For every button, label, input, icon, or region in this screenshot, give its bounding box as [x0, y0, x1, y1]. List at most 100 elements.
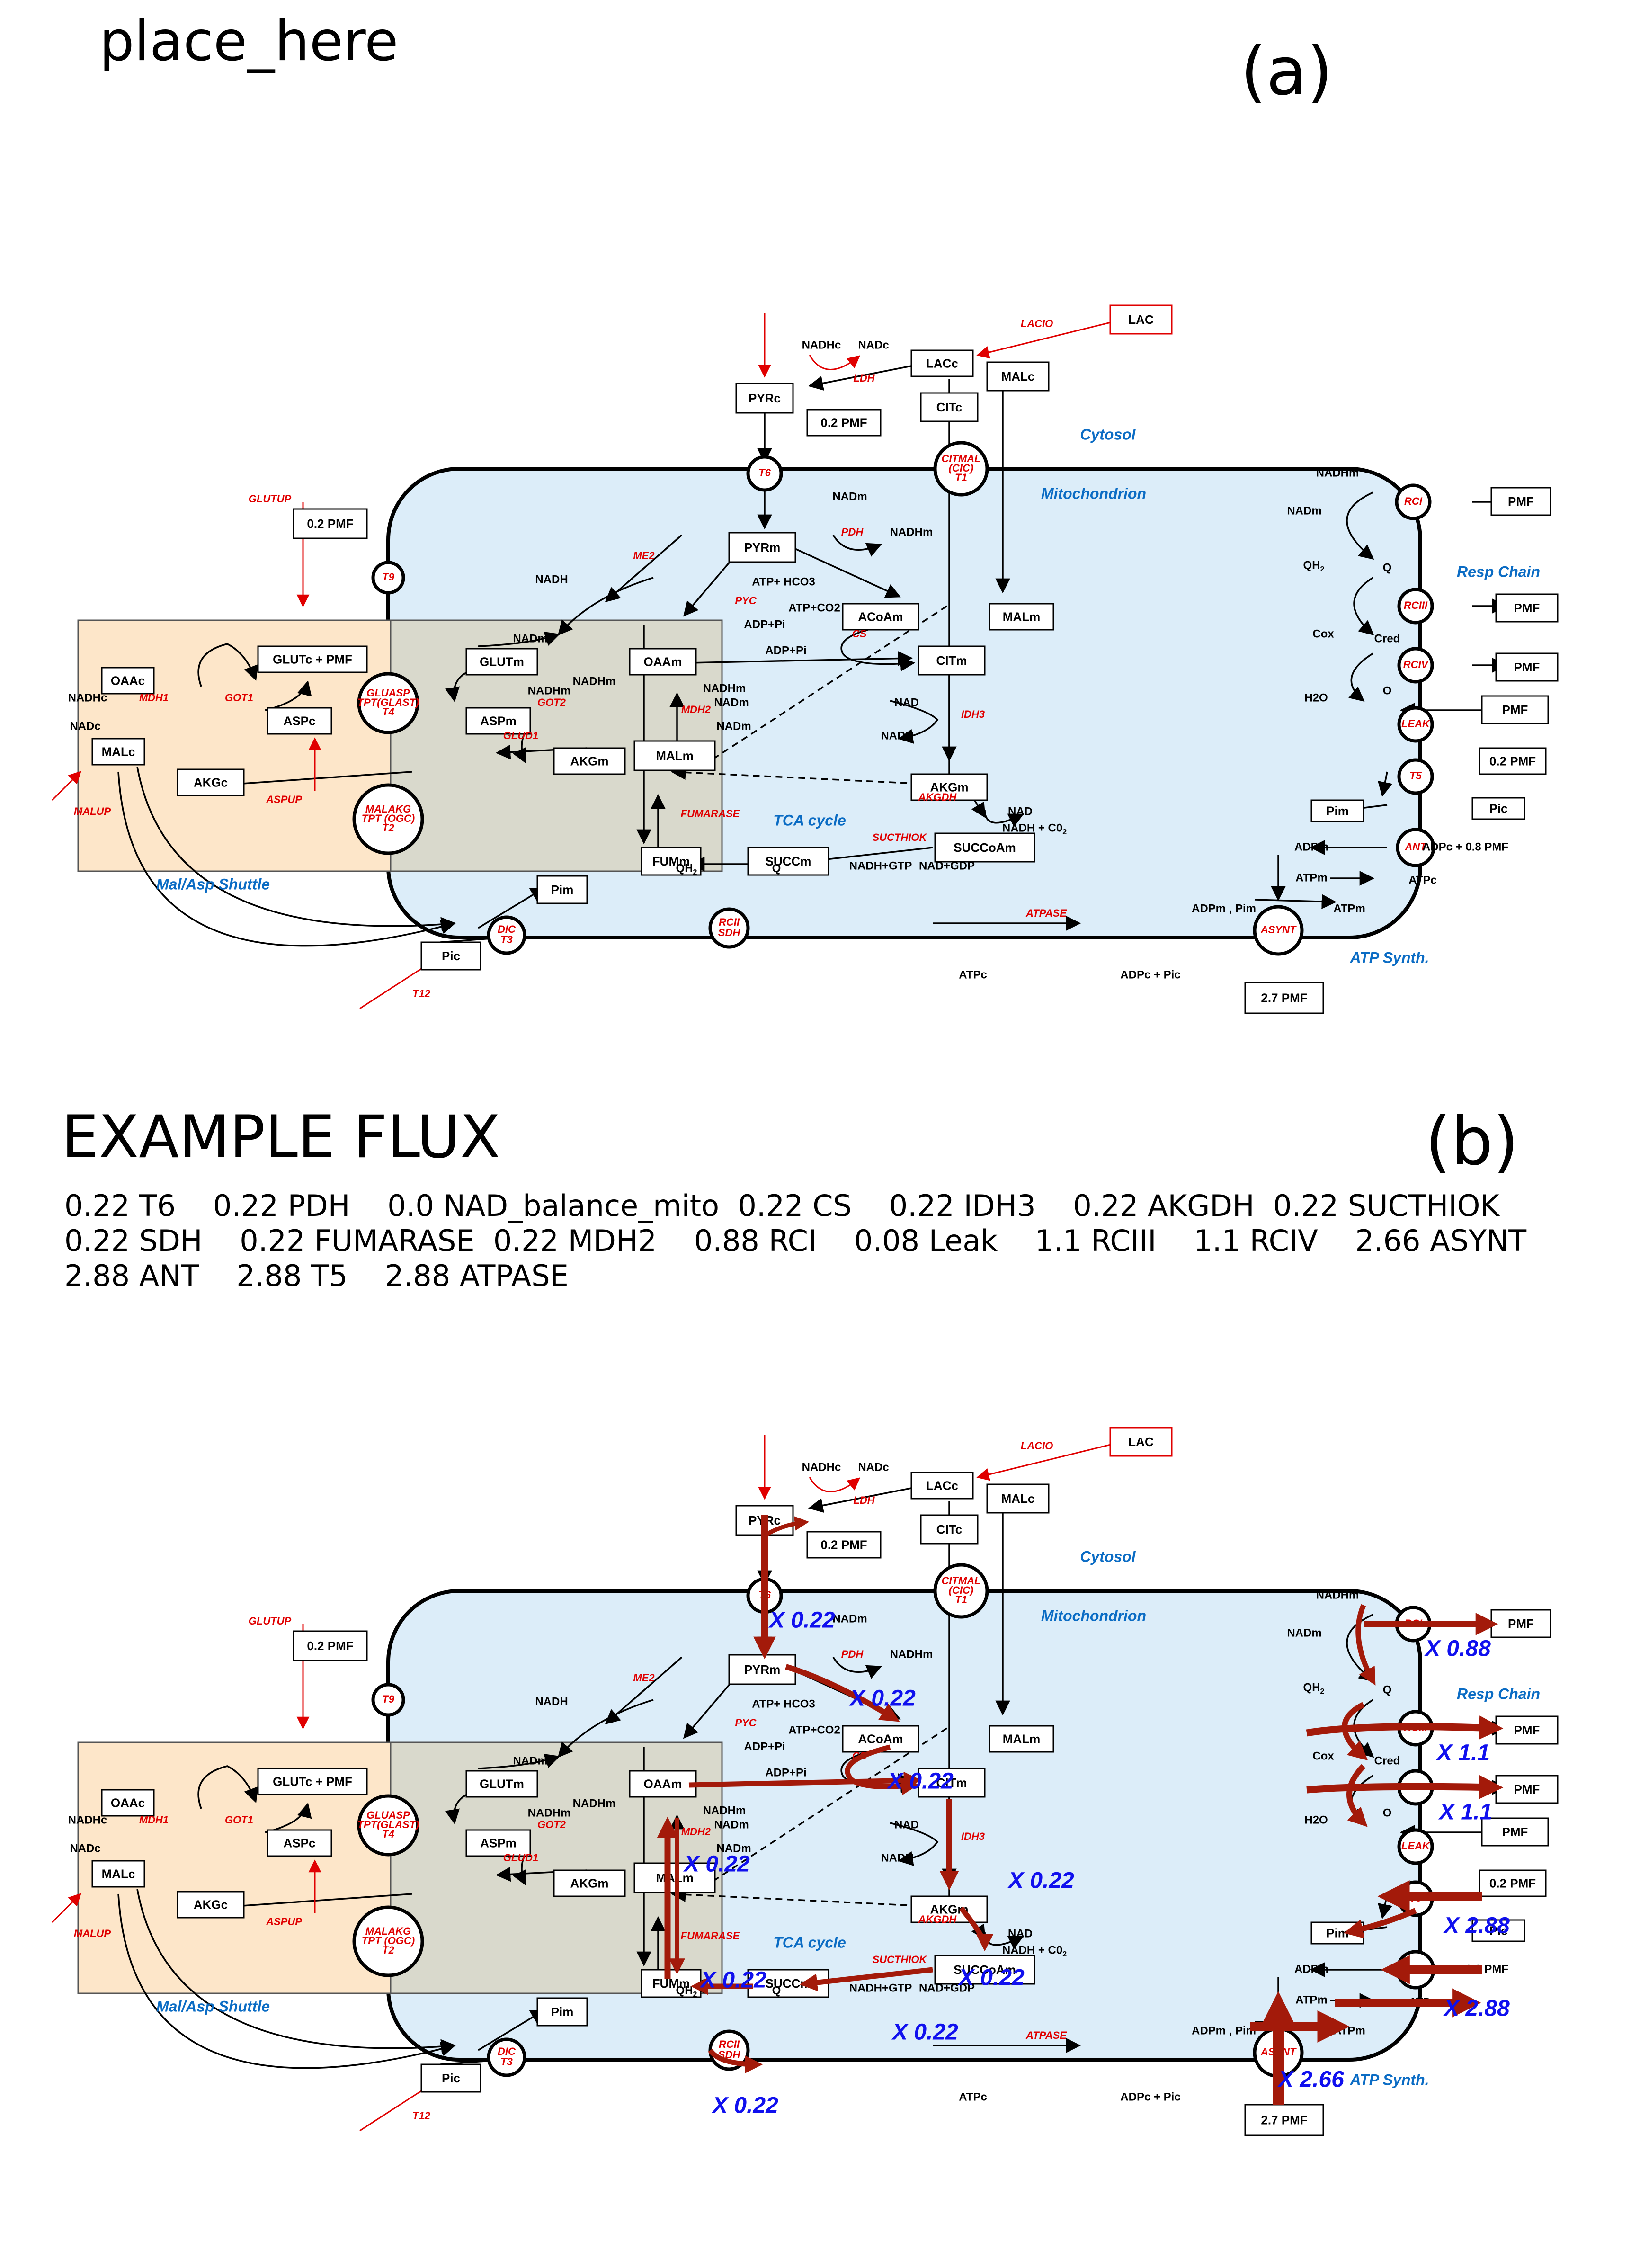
pdh-cofactor-arrow [832, 1657, 882, 1679]
flux-arrow [688, 1771, 922, 1790]
transporter-circle [487, 2037, 526, 2077]
transporter-label: T5 [1409, 770, 1422, 782]
metabolite-box [1244, 982, 1324, 1014]
akg-dashed-line [670, 765, 919, 785]
enzyme-label: GLUD1 [503, 1852, 539, 1864]
cofactor-label: ADP+Pi [744, 618, 785, 631]
metabolite-box [1481, 1817, 1549, 1847]
malup-arrow [51, 1893, 81, 1923]
metabolite-box-label: PYRm [744, 540, 781, 554]
transporter-label: T9 [382, 571, 394, 583]
transporter-label: T1 [955, 1594, 967, 1606]
transporter-circle [357, 672, 419, 734]
metabolite-box [267, 1829, 332, 1857]
enzyme-label: ASPUP [266, 1916, 302, 1928]
transporter-label: RCII [719, 2038, 740, 2050]
cofactor-label: NADHc [68, 691, 107, 704]
cofactor-label: ADP+Pi [765, 644, 806, 657]
cofactor-label: NADHm [1316, 1589, 1359, 1601]
metabolite-box-label: 2.7 PMF [1261, 991, 1307, 1005]
metabolite-box [629, 648, 697, 676]
metabolite-box-label: FUMm [652, 854, 690, 868]
cofactor-label: QH2 [1303, 559, 1325, 573]
transporter-label: DIC [498, 923, 516, 935]
enzyme-label: PYC [735, 595, 757, 607]
metabolite-box [465, 1770, 538, 1798]
enzyme-label: PYC [735, 1717, 757, 1729]
metabolite-box-label: PMF [1502, 703, 1528, 717]
cofactor-label: H2O [1304, 691, 1328, 704]
transporter-circle [357, 1794, 419, 1857]
metabolite-box [177, 1891, 245, 1919]
cofactor-label: ATPc [959, 968, 987, 981]
enzyme-label: LACIO [1021, 318, 1053, 330]
metabolite-box [910, 1895, 988, 1923]
mal-dashed-line [699, 605, 947, 768]
metabolite-box [1109, 304, 1173, 335]
metabolite-box [920, 392, 979, 422]
cofactor-label: Cred [1374, 632, 1400, 645]
metabolite-box-label: Pic [1489, 1923, 1507, 1938]
cofactor-label: NADH [535, 1695, 568, 1708]
metabolite-box [1495, 1775, 1559, 1804]
enzyme-label: GOT1 [225, 1814, 253, 1826]
transporter-circle [1397, 647, 1434, 684]
flux-arrow [766, 1516, 810, 1536]
lacio-arrow [976, 321, 1113, 359]
transporter-label: TPT (OGC) [362, 813, 415, 824]
cofactor-label: Q [772, 862, 781, 875]
rciv-cycle-arrow [1348, 652, 1373, 702]
transporter-label: CITMAL [941, 453, 980, 464]
metabolite-box [101, 1789, 155, 1817]
metabolite-box [465, 707, 531, 735]
metabolite-box [267, 707, 332, 735]
cofactor-label: ADPm [1294, 1963, 1328, 1975]
transporter-label: TPT(GLAST) [357, 1819, 419, 1830]
transporter-label: T3 [500, 934, 513, 946]
transporter-label: MALAKG [365, 803, 411, 815]
transporter-circle [1253, 905, 1304, 956]
transporter-circle [1397, 758, 1434, 795]
region-label: Resp Chain [1457, 1685, 1540, 1702]
enzyme-label: T12 [412, 2110, 431, 2122]
transporter-label: (CIC) [949, 1584, 974, 1596]
metabolite-box-label: MALm [1003, 609, 1040, 624]
metabolite-box [989, 1725, 1054, 1753]
metabolite-box [177, 768, 245, 796]
enzyme-label: IDH3 [961, 1830, 985, 1842]
metabolite-box-label: CITc [936, 400, 962, 414]
enzyme-label: GLUTUP [249, 1615, 292, 1627]
metabolite-box-label: CITm [936, 653, 967, 668]
cofactor-label: NADm [714, 1818, 749, 1831]
cofactor-label: NADc [858, 339, 889, 351]
metabolite-box [465, 1829, 531, 1857]
t5-pmf-arrow [1378, 771, 1393, 797]
region-label: Mitochondrion [1041, 485, 1146, 502]
metabolite-box [918, 645, 986, 676]
transporter-label: T3 [500, 2056, 513, 2068]
pdh-cofactor-arrow [832, 535, 882, 557]
lacio-arrow [976, 1443, 1113, 1481]
transporter-label: LEAK [1401, 1840, 1431, 1852]
asynt-product-arrow [1254, 894, 1337, 909]
region-label: Resp Chain [1457, 563, 1540, 580]
flux-arrow [1306, 1775, 1504, 1799]
metabolite-box-label: MALm [1003, 1732, 1040, 1746]
akg-dashed-line [670, 1887, 919, 1907]
metabolite-box-label: AKGm [570, 754, 609, 768]
transporter-label: ANT [1404, 841, 1427, 853]
metabolite-box [1310, 799, 1364, 822]
panel-b-title: EXAMPLE FLUX [62, 1103, 500, 1171]
metabolite-box [986, 1483, 1050, 1514]
metabolite-box-label: 0.2 PMF [820, 415, 867, 429]
metabolite-box [910, 349, 974, 377]
cofactor-label: NAD [1008, 805, 1033, 818]
flux-value-label: X 2.88 [1443, 1996, 1510, 2021]
cofactor-label: NADm [513, 1754, 547, 1767]
cofactor-label: NADm [716, 1842, 751, 1855]
metabolite-box [1244, 2104, 1324, 2136]
cofactor-label: NADH [881, 1851, 913, 1864]
cofactor-label: NAD+GDP [919, 859, 975, 872]
enzyme-label: MDH1 [139, 692, 169, 704]
